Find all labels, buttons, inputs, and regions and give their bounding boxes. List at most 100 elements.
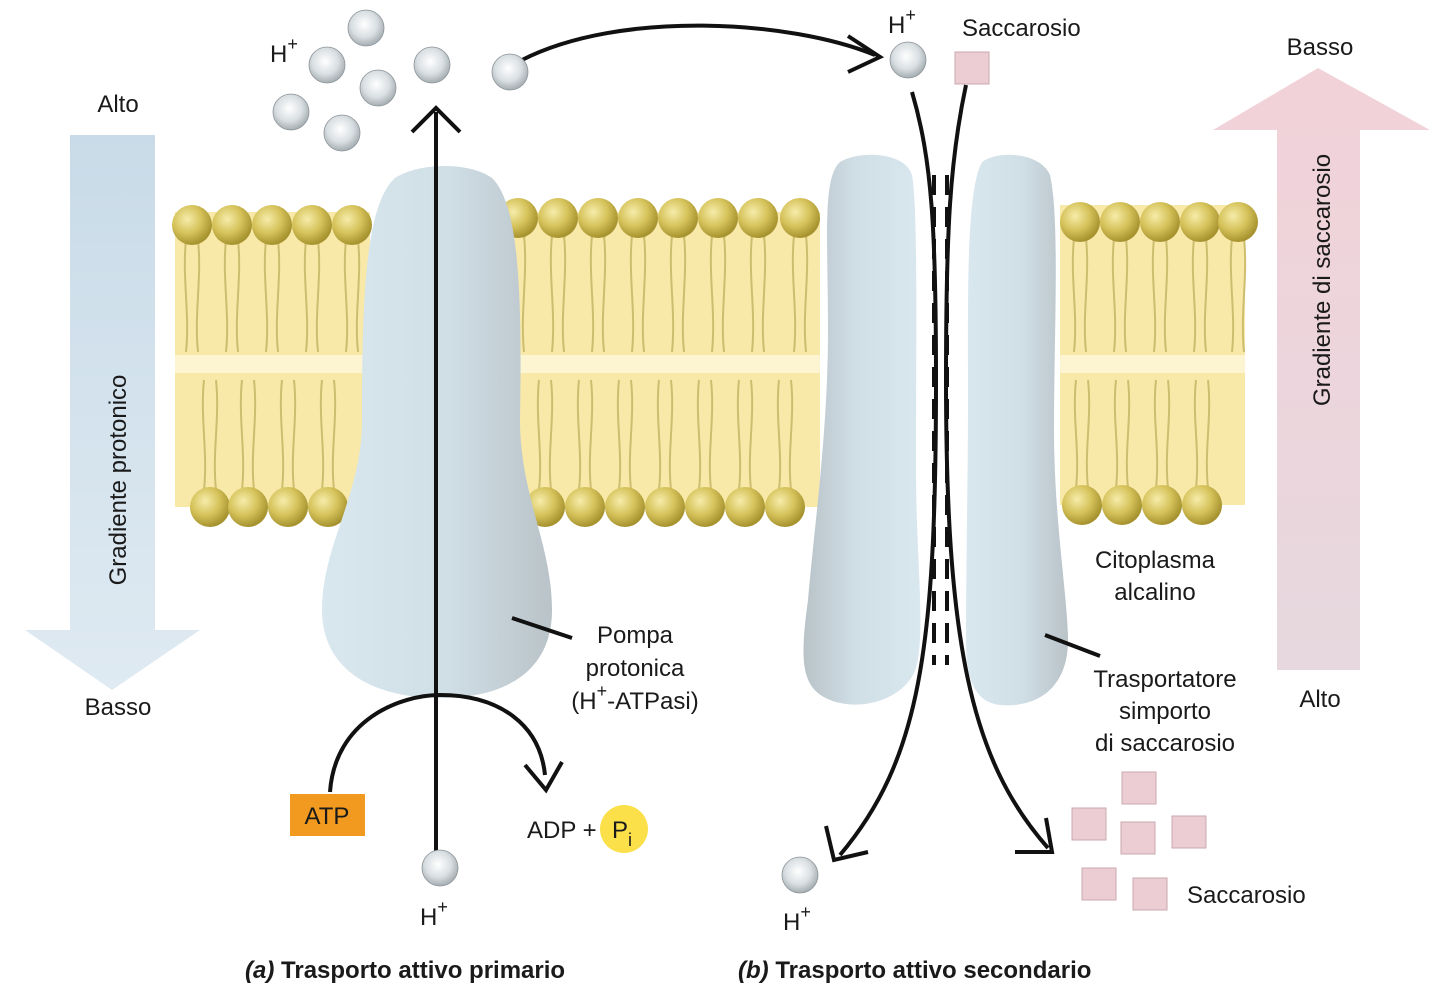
lipid-tail xyxy=(761,234,767,353)
symport-proton-arrow xyxy=(838,91,939,857)
symport-proton-arrow-head-icon xyxy=(824,825,869,863)
lipid-tail xyxy=(1111,237,1117,353)
proton-gradient-bottom-label: Basso xyxy=(85,694,152,721)
lipid-tail xyxy=(1153,379,1159,489)
lipid-tail xyxy=(776,379,782,491)
lipid-tail xyxy=(355,239,361,353)
adp-label: ADP + xyxy=(527,817,597,844)
lipid-tail xyxy=(1241,237,1247,353)
sucrose-molecule xyxy=(1081,867,1117,901)
sucrose-molecule xyxy=(1132,877,1168,911)
lipid-tail xyxy=(749,234,755,353)
atp-arrow-head-icon xyxy=(523,761,564,794)
lipid-head xyxy=(738,198,778,238)
proton-ion xyxy=(323,114,361,152)
lipid-tail xyxy=(1193,379,1199,489)
sucrose-gradient-arrow xyxy=(1213,68,1430,670)
proton-gradient-top-label: Alto xyxy=(97,91,138,118)
lipid-tail xyxy=(561,234,567,353)
lipid-tail xyxy=(709,234,715,353)
proton-ion xyxy=(491,53,529,91)
lipid-tail xyxy=(1085,379,1091,489)
lipid-tail xyxy=(213,379,219,491)
pi-label: Pi xyxy=(612,817,632,850)
lipid-head xyxy=(190,487,230,527)
lipid-head xyxy=(228,487,268,527)
lipid-tail xyxy=(1123,237,1129,353)
lipid-tail xyxy=(1165,379,1171,489)
proton-ion xyxy=(359,69,397,107)
lipid-tail xyxy=(1083,237,1089,353)
lipid-head xyxy=(1100,202,1140,242)
lipid-tail xyxy=(235,239,241,353)
sucrose-gradient-bottom-label: Alto xyxy=(1299,686,1340,713)
lipid-tail xyxy=(1151,237,1157,353)
proton-ions xyxy=(272,9,927,894)
symport-sucrose-arrow xyxy=(943,84,1050,850)
lipid-tail xyxy=(275,239,281,353)
caption-primary-prefix: (a) xyxy=(245,957,274,984)
lipid-tail xyxy=(576,379,582,491)
lipid-tail xyxy=(641,234,647,353)
transporter-label-line2: simporto xyxy=(1119,698,1211,725)
sucrose-molecule xyxy=(1121,771,1157,805)
lipid-tail xyxy=(279,379,285,491)
lipid-tail xyxy=(589,234,595,353)
lipid-tail xyxy=(708,379,714,491)
superscript-plus: + xyxy=(800,902,811,922)
proton-ion xyxy=(781,856,819,894)
lipid-tail xyxy=(721,234,727,353)
sucrose-symporter xyxy=(803,154,1068,706)
transporter-label-line1: Trasportatore xyxy=(1093,666,1236,693)
lipid-tail xyxy=(748,379,754,491)
lipid-tail xyxy=(696,379,702,491)
lipid-tail xyxy=(201,379,207,491)
sucrose-molecule xyxy=(1071,807,1107,841)
proton-ion xyxy=(889,41,927,79)
atp-hydrolysis-arrow xyxy=(328,692,547,793)
sucrose-top-label: Saccarosio xyxy=(962,15,1081,42)
pump-label-line2: protonica xyxy=(586,655,685,682)
lipid-tail xyxy=(195,239,201,353)
lipid-head xyxy=(725,487,765,527)
lipid-tail xyxy=(548,379,554,491)
lipid-tail xyxy=(803,234,809,353)
lipid-head xyxy=(1060,202,1100,242)
h-plus-symbol: H xyxy=(888,12,905,39)
superscript-plus: + xyxy=(905,5,916,25)
lipid-head xyxy=(578,198,618,238)
h-plus-top-right-label: H+ xyxy=(888,5,916,39)
lipid-tail xyxy=(736,379,742,491)
sucrose-gradient-axis-label: Gradiente di saccarosio xyxy=(1309,154,1336,406)
lipid-tail xyxy=(549,234,555,353)
lipid-head xyxy=(538,198,578,238)
caption-secondary: (b) Trasporto attivo secondario xyxy=(738,957,1091,984)
lipid-head xyxy=(332,205,372,245)
h-plus-top-left-label: H+ xyxy=(270,34,298,68)
lipid-tail xyxy=(536,379,542,491)
lipid-tail xyxy=(788,379,794,491)
caption-secondary-text: Trasporto attivo secondario xyxy=(769,957,1092,984)
lipid-head xyxy=(1102,485,1142,525)
lipid-tail xyxy=(1191,237,1197,353)
lipid-head xyxy=(765,487,805,527)
lipid-head xyxy=(1180,202,1220,242)
lipid-head xyxy=(618,198,658,238)
lipid-head xyxy=(645,487,685,527)
lipid-head xyxy=(308,487,348,527)
lipid-tail xyxy=(319,379,325,491)
h-plus-bottom-pump-label: H+ xyxy=(420,897,448,931)
transporter-leader-line xyxy=(1044,633,1101,658)
lipid-head xyxy=(212,205,252,245)
proton-ion xyxy=(308,46,346,84)
cytoplasm-label-line2: alcalino xyxy=(1114,579,1195,606)
lipid-tail xyxy=(1113,379,1119,489)
lipid-tail xyxy=(251,379,257,491)
transfer-arrow-head-icon xyxy=(846,34,885,74)
caption-primary-text: Trasporto attivo primario xyxy=(274,957,565,984)
lipid-tail xyxy=(616,379,622,491)
pi-symbol: P xyxy=(612,817,628,844)
transporter-label-line3: di saccarosio xyxy=(1095,730,1235,757)
h-plus-symbol: H xyxy=(270,41,287,68)
pi-subscript: i xyxy=(628,830,632,850)
